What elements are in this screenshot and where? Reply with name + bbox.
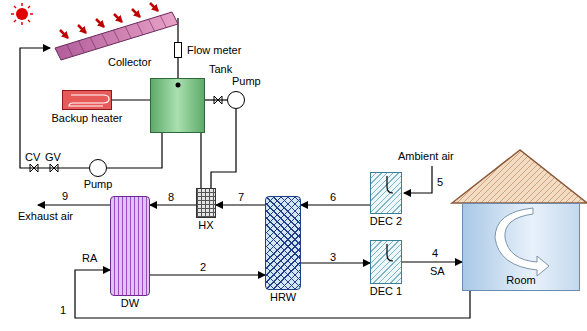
water-pipe — [177, 58, 178, 78]
heat-recovery-wheel: HRW — [265, 196, 301, 290]
node-label: Collector — [108, 56, 151, 69]
state-number: 7 — [238, 191, 244, 204]
node-label: DEC 2 — [370, 215, 402, 228]
node-label: Pump — [84, 178, 113, 191]
room: Room — [462, 203, 580, 291]
node-label: Flow meter — [187, 44, 241, 57]
water-pipe — [211, 109, 236, 188]
air-duct — [150, 274, 265, 275]
solar-collector: Collector — [50, 8, 178, 72]
flow-label: Ambient air — [398, 150, 454, 163]
sun — [11, 3, 33, 25]
heat-exchanger: HX — [196, 188, 216, 218]
water-pipe — [205, 99, 227, 100]
valve-label: GV — [45, 151, 61, 164]
air-duct — [402, 261, 462, 262]
state-number: 9 — [62, 190, 68, 203]
desiccant-wheel: DW — [110, 196, 150, 296]
air-duct — [150, 204, 196, 205]
flow-label: SA — [430, 265, 445, 278]
node-label: DW — [121, 297, 139, 310]
valve-label: CV — [25, 151, 40, 164]
state-number: 1 — [60, 304, 66, 317]
storage-tank: Tank — [150, 78, 205, 133]
water-pipe — [112, 99, 150, 100]
evaporative-cooler: DEC 1 — [370, 240, 402, 284]
water-pipe — [107, 133, 162, 168]
state-number: 6 — [330, 191, 336, 204]
exhaust-air-line — [38, 205, 110, 206]
pump: Pump — [227, 91, 245, 109]
node-label: Tank — [209, 63, 232, 76]
node-label: Room — [506, 274, 535, 287]
flow-label: Exhaust air — [18, 210, 73, 223]
water-pipe — [200, 133, 201, 188]
water-pipe — [177, 18, 178, 42]
air-duct — [301, 204, 370, 205]
node-label: Backup heater — [52, 112, 123, 125]
flow-label: RA — [82, 252, 97, 265]
node-label: HRW — [270, 291, 296, 304]
pump: Pump — [89, 159, 107, 177]
evaporative-cooler: DEC 2 — [370, 172, 402, 214]
ambient-air-line — [404, 166, 432, 193]
air-duct — [216, 204, 265, 205]
state-number: 3 — [330, 251, 336, 264]
node-label: DEC 1 — [370, 285, 402, 298]
node-label: Pump — [232, 75, 261, 88]
state-number: 5 — [437, 176, 443, 189]
flow-meter: Flow meter — [174, 42, 182, 58]
node-label: HX — [198, 219, 213, 232]
state-number: 2 — [200, 261, 206, 274]
roof — [452, 150, 587, 203]
state-number: 4 — [432, 247, 438, 260]
state-number: 8 — [168, 191, 174, 204]
backup-heater: Backup heater — [62, 90, 112, 110]
